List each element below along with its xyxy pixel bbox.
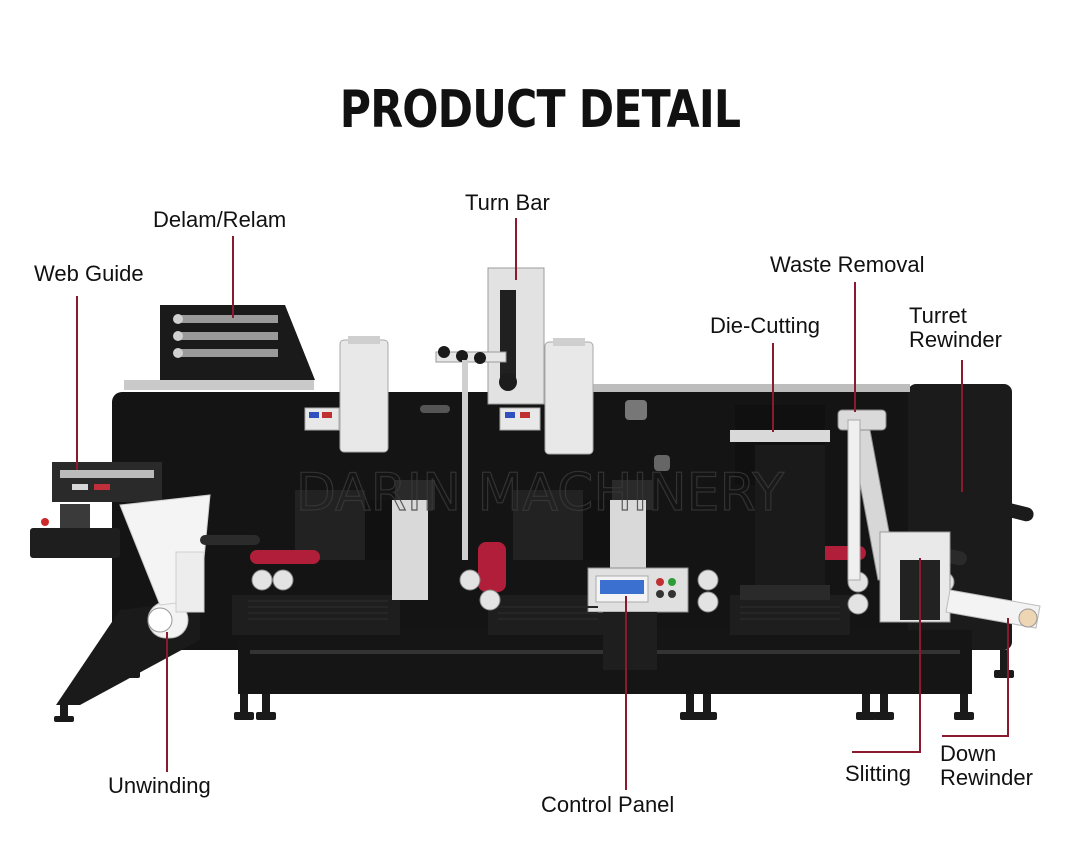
station-cover-right [544,341,594,455]
leader-lines [76,218,1009,790]
page-title: PRODUCT DETAIL [339,80,741,140]
label-web-guide: Web Guide [34,261,144,286]
leader-slitting [852,558,921,753]
delam-relam-panel [160,305,315,380]
top-rail [124,380,314,390]
print-unit-left [295,480,435,600]
top-rail-right [590,384,910,392]
label-waste-removal: Waste Removal [770,252,925,277]
web-guide-unit [52,462,162,502]
watermark: DARIN MACHINERY [296,463,784,523]
label-turret-rewinder-line2: Rewinder [909,327,1002,352]
label-unwinding: Unwinding [108,773,211,798]
label-die-cutting: Die-Cutting [710,313,821,338]
leader-down-rewinder [942,618,1009,737]
label-turret-rewinder-line1: Turret [909,303,967,328]
print-unit-center [513,480,652,600]
label-slitting: Slitting [845,761,912,786]
label-down-rewinder-line1: Down [940,741,997,766]
label-turn-bar: Turn Bar [465,190,550,215]
die-cutting-block [755,445,825,585]
label-delam-relam: Delam/Relam [153,207,287,232]
waste-removal-arm [837,409,887,431]
station-cover-left [339,339,389,453]
label-down-rewinder-line2: Rewinder [940,765,1033,790]
left-control-box [30,528,120,558]
label-control-panel: Control Panel [541,792,675,817]
